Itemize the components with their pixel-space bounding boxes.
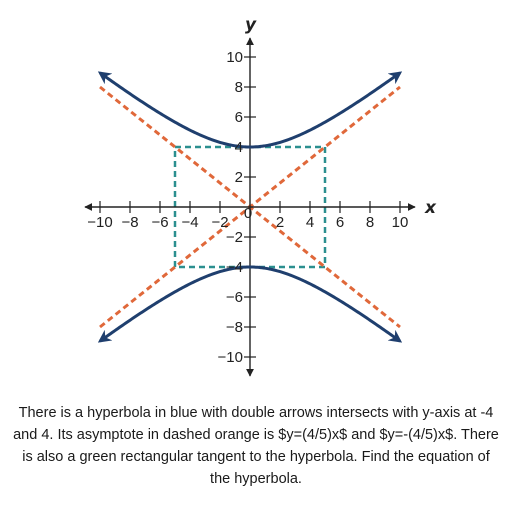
hyperbola-lower-branch (97, 265, 403, 343)
origin-label: 0 (244, 205, 252, 222)
hyperbola-upper-branch (97, 71, 403, 149)
x-axis-label: x (424, 198, 437, 218)
y-tick-label: 6 (235, 109, 243, 126)
y-tick-label: −8 (226, 319, 243, 336)
x-tick-label: −8 (121, 214, 138, 231)
y-tick-label: −10 (218, 349, 243, 366)
y-tick-label: 4 (235, 139, 243, 156)
x-tick-label: 4 (306, 214, 314, 231)
x-tick-label: −6 (151, 214, 168, 231)
y-tick-label: −4 (226, 259, 243, 276)
y-axis-label: y (245, 15, 257, 35)
problem-statement: There is a hyperbola in blue with double… (13, 405, 499, 487)
x-tick-label: 6 (336, 214, 344, 231)
y-tick-label: 2 (235, 169, 243, 186)
y-tick-label: 10 (226, 49, 243, 66)
y-tick-label: 8 (235, 79, 243, 96)
hyperbola-graph: −10 −8 −6 −4 −2 2 4 6 8 10 10 8 6 4 2 −2 −4 −6 −8 −10 0 x y (84, 15, 437, 377)
y-tick-label: −2 (226, 229, 243, 246)
y-tick-label: −6 (226, 289, 243, 306)
x-tick-label: −2 (211, 214, 228, 231)
x-tick-label: −10 (87, 214, 112, 231)
x-tick-label: 10 (392, 214, 409, 231)
x-tick-label: 2 (276, 214, 284, 231)
x-tick-label: 8 (366, 214, 374, 231)
x-tick-label: −4 (181, 214, 198, 231)
